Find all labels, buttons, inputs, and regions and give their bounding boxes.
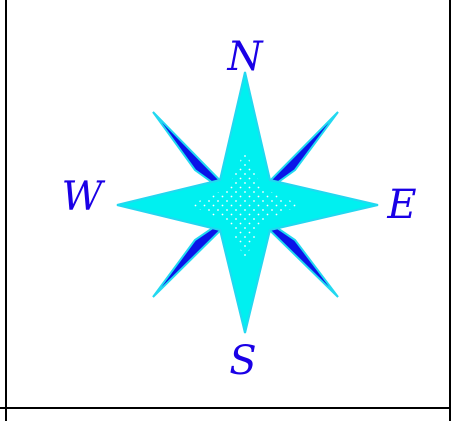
west-label: W bbox=[61, 174, 105, 220]
north-label: N bbox=[227, 34, 265, 80]
east-label: E bbox=[386, 182, 416, 228]
south-label: S bbox=[229, 338, 256, 384]
